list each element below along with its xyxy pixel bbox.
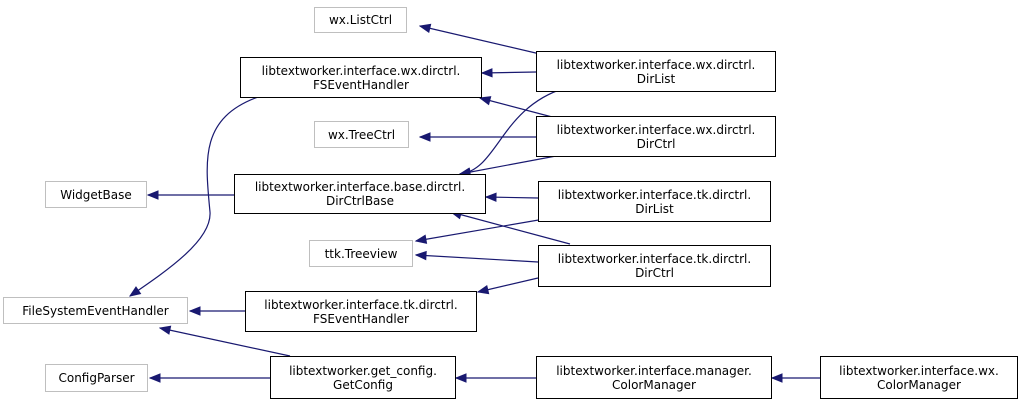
- node-wx-dirlist[interactable]: libtextworker.interface.wx.dirctrl. DirL…: [536, 51, 776, 92]
- node-filesystemeventhandler[interactable]: FileSystemEventHandler: [3, 297, 188, 324]
- node-label-line1: libtextworker.interface.wx.dirctrl.: [261, 63, 461, 78]
- node-tk-dirctrl[interactable]: libtextworker.interface.tk.dirctrl. DirC…: [538, 245, 771, 287]
- node-wx-listctrl[interactable]: wx.ListCtrl: [314, 7, 407, 33]
- node-label-line2: DirList: [635, 201, 674, 216]
- edge-tk-dirctrl-to-tk-fseventhandler: [478, 277, 539, 292]
- node-tk-fseventhandler[interactable]: libtextworker.interface.tk.dirctrl. FSEv…: [245, 291, 477, 332]
- node-label-line1: libtextworker.interface.base.dirctrl.: [254, 180, 466, 194]
- node-label-line2: FSEventHandler: [313, 311, 409, 326]
- edge-wx-dirctrl-to-dirctrlbase: [460, 155, 557, 174]
- node-label-line1: libtextworker.interface.manager.: [556, 363, 752, 378]
- node-wx-fseventhandler[interactable]: libtextworker.interface.wx.dirctrl. FSEv…: [240, 57, 482, 98]
- node-label: ConfigParser: [58, 371, 135, 385]
- node-label: ttk.Treeview: [324, 246, 398, 261]
- node-wx-colormanager[interactable]: libtextworker.interface.wx. ColorManager: [820, 356, 1018, 399]
- node-widgetbase[interactable]: WidgetBase: [45, 181, 147, 208]
- edge-tk-dirctrl-to-treeview: [416, 255, 539, 263]
- node-label: WidgetBase: [60, 187, 132, 202]
- node-label: FileSystemEventHandler: [22, 303, 169, 318]
- node-label-line2: DirCtrl: [635, 266, 674, 280]
- node-wx-dirctrl[interactable]: libtextworker.interface.wx.dirctrl. DirC…: [536, 116, 776, 157]
- node-ttk-treeview[interactable]: ttk.Treeview: [309, 240, 413, 267]
- node-label-line2: ColorManager: [612, 377, 696, 392]
- node-wx-treectrl[interactable]: wx.TreeCtrl: [314, 121, 409, 148]
- edge-tk-dirlist-to-dirctrlbase: [486, 197, 539, 198]
- node-tk-dirlist[interactable]: libtextworker.interface.tk.dirctrl. DirL…: [538, 181, 771, 222]
- node-label-line2: ColorManager: [877, 377, 961, 392]
- edge-wx-dirlist-to-dirctrlbase: [460, 87, 566, 174]
- node-label-line2: DirList: [636, 71, 676, 86]
- edge-dirlist-to-listctrl: [420, 26, 541, 55]
- node-label-line1: libtextworker.interface.wx.dirctrl.: [556, 57, 756, 72]
- node-label-line1: libtextworker.interface.tk.dirctrl.: [557, 252, 752, 266]
- node-configparser[interactable]: ConfigParser: [45, 364, 148, 392]
- edge-getconfig-to-filesystemeventhandler: [160, 328, 291, 357]
- node-label-line2: GetConfig: [333, 377, 393, 392]
- node-label-line1: libtextworker.get_config.: [289, 363, 437, 378]
- node-label-line2: FSEventHandler: [313, 77, 409, 92]
- node-base-dirctrlbase[interactable]: libtextworker.interface.base.dirctrl. Di…: [234, 174, 486, 214]
- edge-tk-dirctrl-to-dirctrlbase: [451, 212, 571, 245]
- node-label-line2: DirCtrl: [636, 136, 676, 151]
- edge-tk-dirlist-to-treeview: [416, 216, 557, 241]
- node-label: wx.TreeCtrl: [327, 127, 396, 142]
- node-label: wx.ListCtrl: [328, 13, 393, 27]
- node-colormanager[interactable]: libtextworker.interface.manager. ColorMa…: [536, 356, 772, 399]
- edge-wx-fseventhandler-to-filesystemeventhandler: [130, 96, 259, 296]
- node-label-line1: libtextworker.interface.wx.: [839, 363, 999, 378]
- node-label-line1: libtextworker.interface.tk.dirctrl.: [264, 297, 458, 312]
- edge-dirlist-to-wx-fseventhandler: [482, 72, 537, 73]
- edge-dirctrl-to-wx-fseventhandler: [480, 98, 557, 119]
- node-label-line1: libtextworker.interface.wx.dirctrl.: [556, 122, 756, 137]
- node-label-line2: DirCtrlBase: [325, 194, 395, 208]
- node-get-config[interactable]: libtextworker.get_config. GetConfig: [270, 356, 456, 399]
- node-label-line1: libtextworker.interface.tk.dirctrl.: [557, 187, 752, 202]
